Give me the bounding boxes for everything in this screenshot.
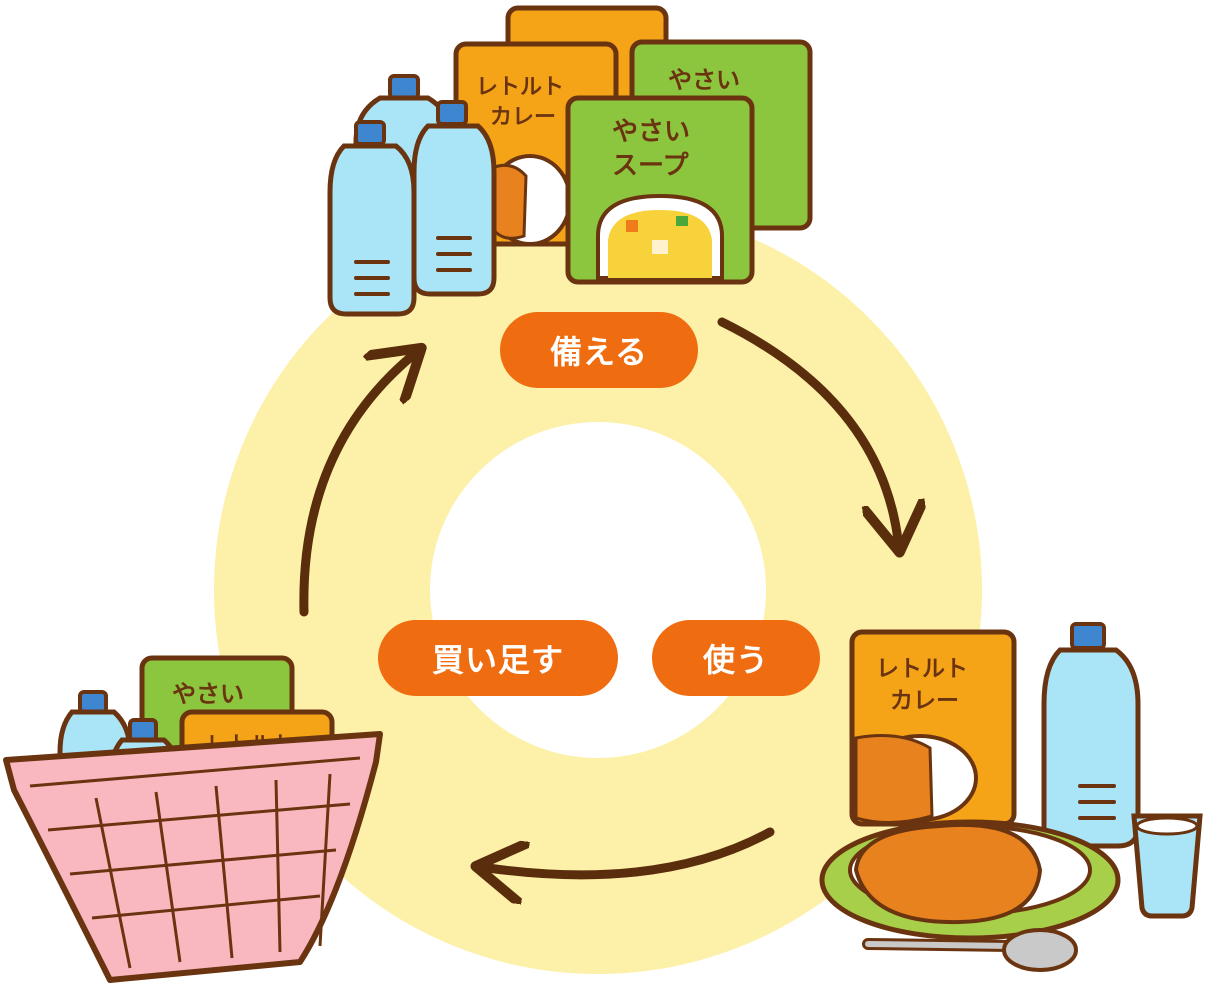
cycle-arrow-icon (299, 356, 412, 617)
soup-label: やさい (668, 66, 740, 94)
soup-label: スープ (612, 151, 689, 181)
curry-plate-icon (819, 819, 1121, 941)
cycle-arrow-icon (717, 317, 898, 540)
cycle-arrow-icon (488, 827, 775, 875)
water-bottle-icon (327, 120, 417, 317)
spoon-icon (862, 928, 1078, 972)
basket-icon (3, 731, 383, 983)
curry-label: カレー (890, 688, 959, 714)
curry-pouch-icon: レトルト カレー (849, 629, 1017, 827)
water-bottle-icon (411, 100, 497, 297)
curry-label: レトルト (476, 75, 564, 100)
soup-label: やさい (612, 117, 690, 147)
meal-group: レトルト カレー (819, 622, 1203, 972)
step-restock-label: 買い足す (378, 620, 618, 696)
step-use-label: 使う (652, 620, 820, 696)
soup-pouch-icon: やさい スープ (565, 95, 755, 285)
step-prepare-label: 備える (500, 312, 698, 388)
curry-label: レトルト (876, 656, 968, 682)
stockpile-group-top: レトルト カレー やさい やさい スープ (327, 5, 813, 317)
soup-label: やさい (172, 680, 244, 708)
curry-label: カレー (490, 105, 556, 130)
cycle-ring (214, 206, 982, 974)
water-bottle-icon (1041, 622, 1141, 849)
basket-group: やさい レトルト カレー (3, 655, 383, 983)
water-glass-icon (1131, 813, 1203, 919)
